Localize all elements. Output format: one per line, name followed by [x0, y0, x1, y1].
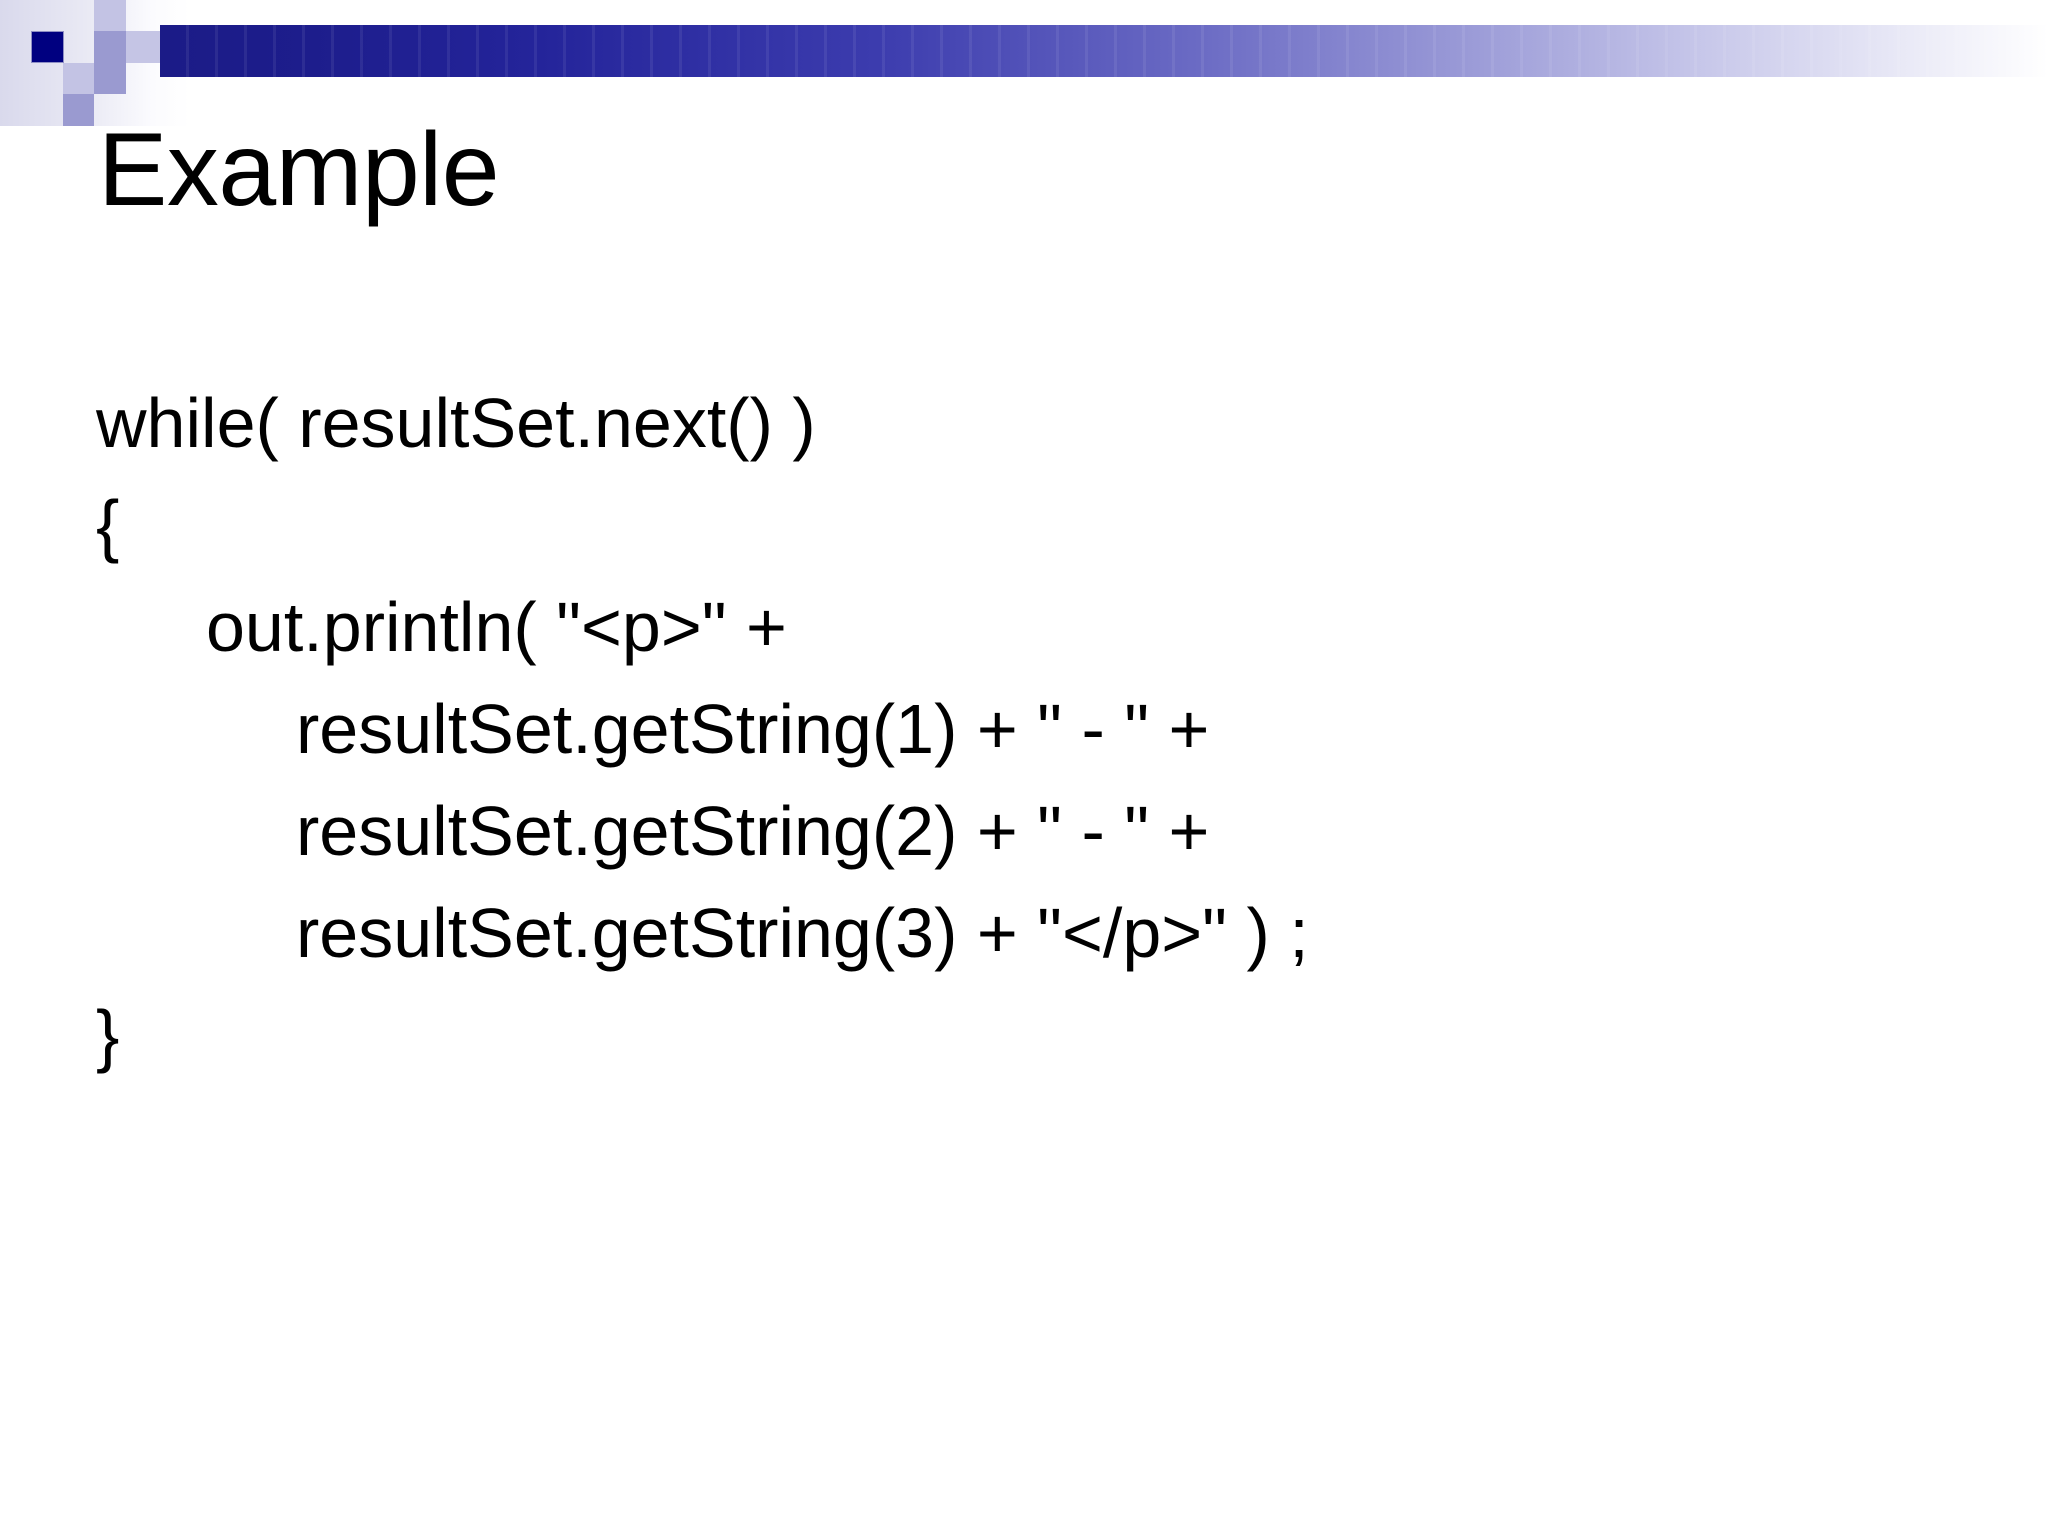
code-line: resultSet.getString(1) + " - " + [296, 690, 1210, 768]
code-line: resultSet.getString(2) + " - " + [296, 792, 1210, 870]
code-line: resultSet.getString(3) + "</p>" ) ; [296, 894, 1309, 972]
decorative-square-light-1 [94, 0, 126, 31]
decorative-square-mid-2 [94, 31, 126, 63]
page-title: Example [98, 112, 500, 228]
decorative-square-light-3 [126, 31, 160, 63]
code-block: while( resultSet.next() ) { out.println(… [96, 372, 1976, 1086]
header-band [160, 25, 2048, 77]
decorative-square-mid-6 [63, 94, 94, 126]
decorative-square-accent [31, 31, 64, 63]
decorative-square-light-4 [63, 63, 94, 94]
decorative-square-mid-5 [94, 63, 126, 94]
code-line: } [96, 996, 120, 1074]
code-line: { [96, 486, 120, 564]
code-line: while( resultSet.next() ) [96, 384, 816, 462]
code-line: out.println( "<p>" + [206, 588, 787, 666]
